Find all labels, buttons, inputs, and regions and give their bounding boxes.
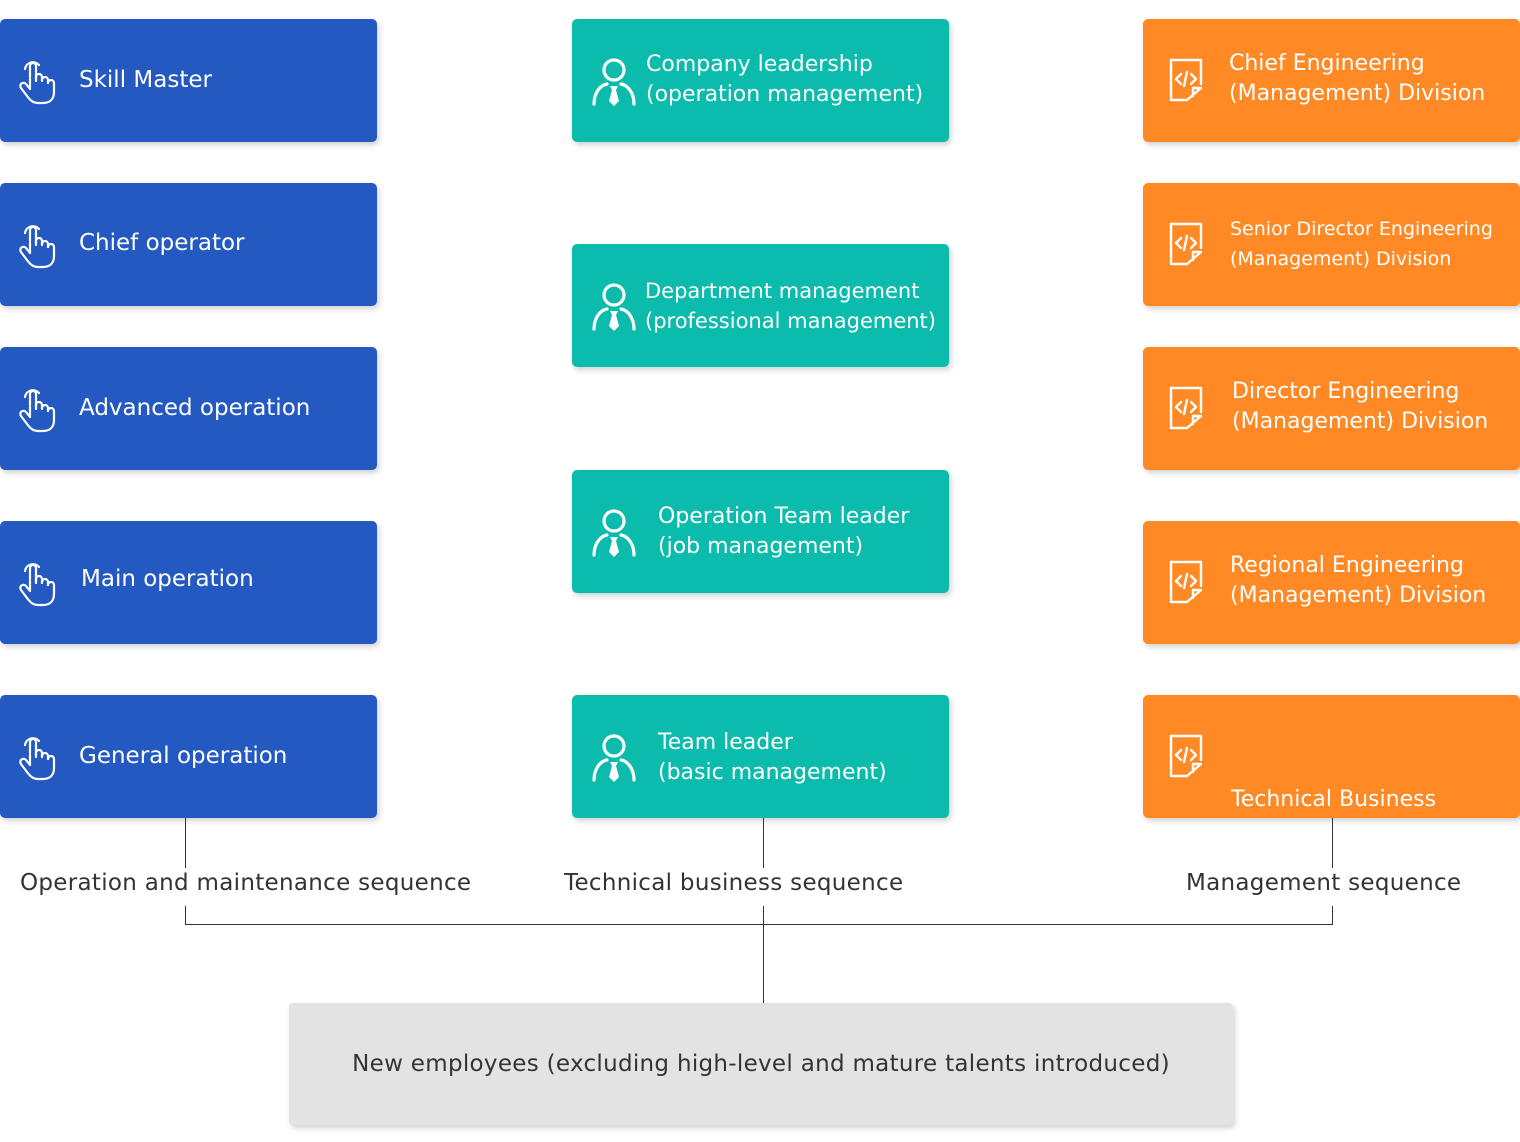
management-level-box: Director Engineering (Management) Divisi… bbox=[1143, 347, 1520, 470]
code-document-icon bbox=[1163, 56, 1211, 106]
technical-level-line2: (professional management) bbox=[645, 309, 936, 333]
management-level-line2: (Management) Division bbox=[1230, 583, 1487, 608]
management-level-box: Regional Engineering (Management) Divisi… bbox=[1143, 521, 1520, 644]
management-level-line1: Technical Business bbox=[1231, 787, 1437, 812]
technical-level-line2: (job management) bbox=[658, 534, 864, 559]
connector-operation-stem bbox=[185, 818, 186, 868]
technical-level-box: Operation Team leader (job management) bbox=[572, 470, 949, 593]
hand-pointer-icon bbox=[17, 387, 61, 433]
management-level-box: Chief Engineering (Management) Division bbox=[1143, 19, 1520, 142]
new-employees-label: New employees (excluding high-level and … bbox=[352, 1051, 1170, 1077]
operation-level-box: Main operation bbox=[0, 521, 377, 644]
connector-horizontal-bar bbox=[185, 924, 1333, 925]
person-with-tie-icon bbox=[590, 507, 638, 559]
technical-sequence-label: Technical business sequence bbox=[564, 870, 904, 896]
connector-operation-drop bbox=[185, 906, 186, 925]
new-employees-box: New employees (excluding high-level and … bbox=[289, 1003, 1233, 1125]
operation-level-box: Advanced operation bbox=[0, 347, 377, 470]
hand-pointer-icon bbox=[17, 735, 61, 781]
management-level-label: Regional Engineering (Management) Divisi… bbox=[1230, 551, 1486, 611]
technical-level-line1: Department management bbox=[645, 279, 920, 303]
operation-level-box: General operation bbox=[0, 695, 377, 818]
management-level-label: Senior Director Engineering (Management)… bbox=[1230, 214, 1493, 274]
code-document-icon bbox=[1163, 732, 1211, 782]
connector-management-stem bbox=[1332, 818, 1333, 868]
operation-sequence-label: Operation and maintenance sequence bbox=[20, 870, 472, 896]
management-level-line2: Associate bbox=[1231, 877, 1344, 902]
management-level-line1: Chief Engineering bbox=[1229, 51, 1425, 76]
technical-level-label: Company leadership (operation management… bbox=[646, 50, 923, 110]
operation-level-box: Chief operator bbox=[0, 183, 377, 306]
management-level-box: Senior Director Engineering (Management)… bbox=[1143, 183, 1520, 306]
technical-level-box: Department management (professional mana… bbox=[572, 244, 949, 367]
operation-level-label: Skill Master bbox=[79, 67, 212, 93]
person-with-tie-icon bbox=[590, 56, 638, 108]
management-level-line2: (Management) Division bbox=[1229, 81, 1486, 106]
management-level-label: Director Engineering (Management) Divisi… bbox=[1232, 377, 1488, 437]
operation-level-label: Chief operator bbox=[79, 230, 245, 256]
operation-level-label: General operation bbox=[79, 743, 288, 769]
person-with-tie-icon bbox=[590, 732, 638, 784]
management-level-line1: Regional Engineering bbox=[1230, 553, 1464, 578]
technical-level-box: Company leadership (operation management… bbox=[572, 19, 949, 142]
code-document-icon bbox=[1163, 220, 1211, 270]
management-level-label: Technical Business Associate bbox=[1231, 725, 1436, 965]
technical-level-line2: (basic management) bbox=[658, 760, 887, 785]
person-with-tie-icon bbox=[590, 281, 638, 333]
hand-pointer-icon bbox=[17, 59, 61, 105]
management-level-line2: (Management) Division bbox=[1230, 248, 1452, 270]
management-level-label: Chief Engineering (Management) Division bbox=[1229, 49, 1485, 109]
connector-technical-drop bbox=[763, 906, 764, 1003]
management-sequence-label: Management sequence bbox=[1186, 870, 1462, 896]
code-document-icon bbox=[1163, 384, 1211, 434]
management-level-box: Technical Business Associate bbox=[1143, 695, 1520, 902]
operation-level-box: Skill Master bbox=[0, 19, 377, 142]
hand-pointer-icon bbox=[17, 561, 61, 607]
connector-technical-stem bbox=[763, 818, 764, 868]
management-level-line1: Senior Director Engineering bbox=[1230, 218, 1493, 240]
technical-level-line1: Team leader bbox=[658, 730, 793, 755]
technical-level-label: Operation Team leader (job management) bbox=[658, 502, 909, 562]
connector-management-drop bbox=[1332, 906, 1333, 925]
technical-level-label: Team leader (basic management) bbox=[658, 728, 887, 788]
operation-level-label: Main operation bbox=[81, 566, 254, 592]
technical-level-line1: Company leadership bbox=[646, 52, 873, 77]
management-level-line2: (Management) Division bbox=[1232, 409, 1489, 434]
technical-level-line1: Operation Team leader bbox=[658, 504, 910, 529]
operation-level-label: Advanced operation bbox=[79, 395, 311, 421]
technical-level-box: Team leader (basic management) bbox=[572, 695, 949, 818]
hand-pointer-icon bbox=[17, 223, 61, 269]
technical-level-line2: (operation management) bbox=[646, 82, 924, 107]
technical-level-label: Department management (professional mana… bbox=[645, 276, 936, 336]
code-document-icon bbox=[1163, 558, 1211, 608]
management-level-line1: Director Engineering bbox=[1232, 379, 1460, 404]
